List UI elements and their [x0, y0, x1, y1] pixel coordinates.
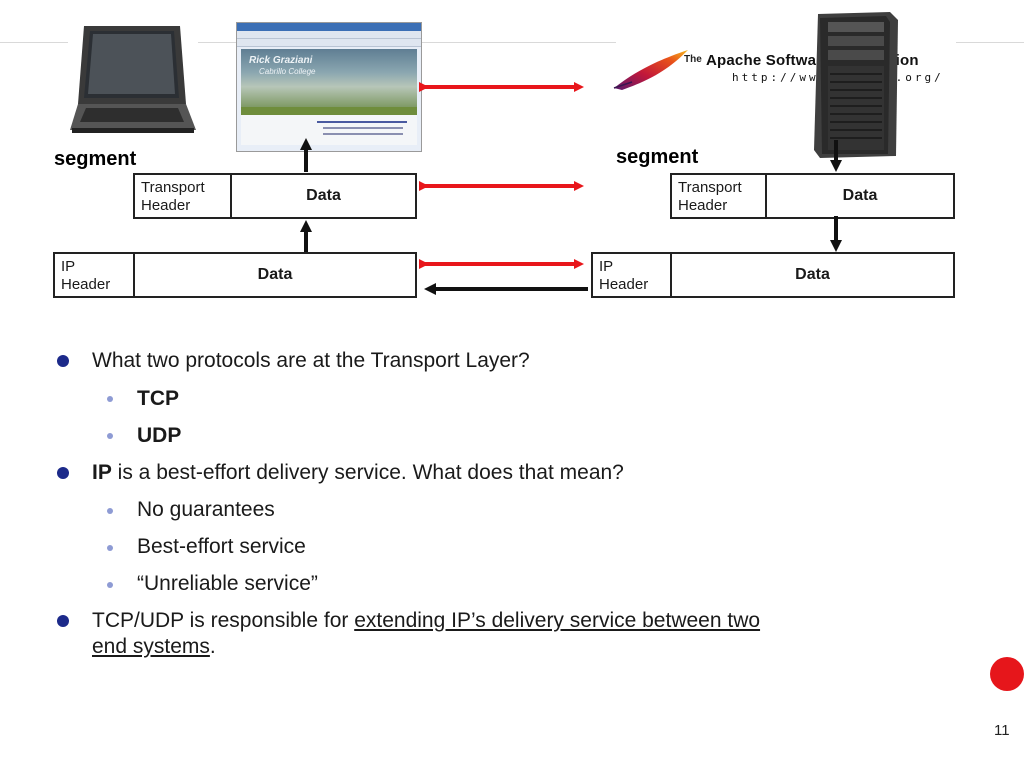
browser-text-line	[323, 133, 403, 135]
data-cell: Data	[257, 266, 293, 283]
transport-header-line2: Header	[678, 197, 728, 214]
transport-header-line2: Header	[141, 197, 191, 214]
ip-header-cell: IP Header	[593, 254, 672, 296]
sub-bullet-dot	[107, 545, 113, 551]
browser-text-line	[317, 121, 407, 123]
sub-bullet-dot	[107, 396, 113, 402]
bullet-dot	[57, 467, 69, 479]
bullet-2-rest: is a best-effort delivery service. What …	[111, 461, 624, 484]
transport-header-cell: Transport Header	[135, 175, 232, 217]
ip-header-cell: IP Header	[55, 254, 135, 296]
bullet-1-text: What two protocols are at the Transport …	[92, 349, 530, 372]
ip-header-line2: Header	[61, 276, 111, 293]
browser-content	[241, 115, 417, 145]
browser-title-bar	[237, 23, 421, 31]
browser-toolbar	[237, 31, 421, 39]
bullet-3-text: TCP/UDP is responsible for extending IP’…	[92, 608, 922, 660]
bullet-3-end: .	[209, 635, 216, 658]
browser-banner-subtitle: Cabrillo College	[259, 67, 316, 76]
data-cell: Data	[842, 187, 878, 204]
browser-text-line	[323, 127, 403, 129]
transport-header-line1: Transport	[678, 179, 742, 196]
arrows-layer	[300, 82, 842, 295]
apache-the-label: The	[684, 54, 702, 65]
right-segment-label: segment	[616, 146, 699, 168]
sub-bullet-best-effort: Best-effort service	[137, 535, 306, 558]
browser-toolbar-2	[237, 39, 421, 47]
server-tower-icon	[814, 12, 898, 158]
bullet-3-underline-1: extending IP’s delivery service between …	[354, 609, 761, 632]
ip-header-line2: Header	[599, 276, 649, 293]
transport-header-line1: Transport	[141, 179, 205, 196]
sub-bullet-dot	[107, 582, 113, 588]
sub-bullet-dot	[107, 433, 113, 439]
top-rule-mid	[198, 42, 236, 43]
bullet-dot	[57, 615, 69, 627]
top-rule-right	[420, 42, 616, 43]
bullet-3-underline-2: end systems	[92, 635, 210, 658]
sub-bullet-unreliable: “Unreliable service”	[137, 572, 318, 595]
left-ip-packet: IP Header Data	[53, 252, 417, 298]
ip-header-line1: IP	[599, 258, 614, 275]
transport-header-cell: Transport Header	[672, 175, 767, 217]
browser-banner-title: Rick Graziani	[249, 55, 313, 66]
right-transport-segment: Transport Header Data	[670, 173, 955, 219]
corner-red-dot	[990, 657, 1024, 691]
left-segment-label: segment	[54, 148, 137, 170]
page-number: 11	[994, 722, 1010, 739]
browser-nav-strip	[241, 107, 417, 115]
sub-bullet-udp: UDP	[137, 424, 182, 447]
bullet-2-text: IP is a best-effort delivery service. Wh…	[92, 460, 624, 486]
sub-bullet-no-guarantees: No guarantees	[137, 498, 275, 521]
browser-window-image: Rick Graziani Cabrillo College	[236, 22, 422, 152]
bullet-dot	[57, 355, 69, 367]
sub-bullet-dot	[107, 508, 113, 514]
right-ip-packet: IP Header Data	[591, 252, 955, 298]
left-transport-segment: Transport Header Data	[133, 173, 417, 219]
data-cell: Data	[795, 266, 830, 283]
sub-bullet-tcp: TCP	[137, 387, 179, 410]
bullet-3-lead: TCP/UDP is responsible for	[92, 609, 355, 632]
laptop-icon	[70, 26, 196, 133]
top-rule-left	[0, 42, 68, 43]
bullet-2-bold: IP	[92, 461, 112, 484]
data-cell: Data	[306, 187, 341, 204]
browser-banner-image	[241, 49, 417, 107]
apache-feather-icon	[613, 50, 688, 90]
top-rule-far-right	[956, 42, 1024, 43]
ip-header-line1: IP	[61, 258, 76, 275]
